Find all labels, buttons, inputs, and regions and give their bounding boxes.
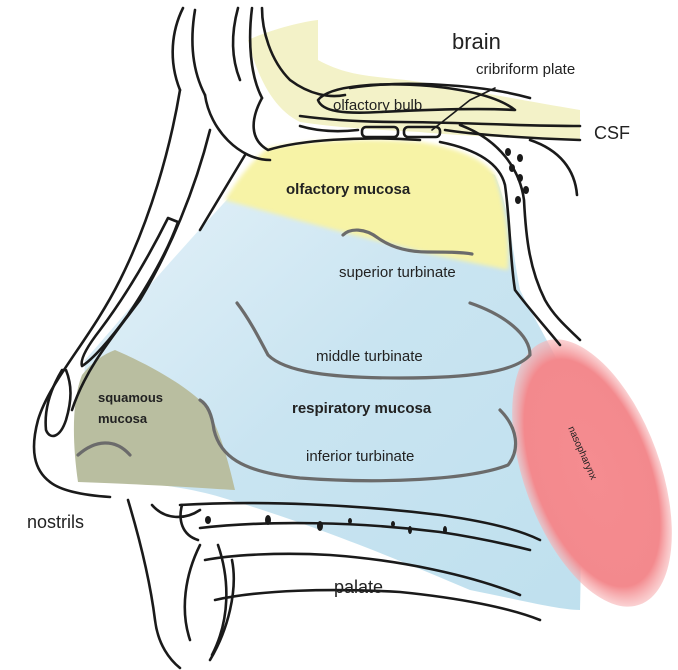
label-squamous-line1: squamous xyxy=(98,390,163,405)
label-nostrils: nostrils xyxy=(27,512,84,532)
label-middle-turbinate: middle turbinate xyxy=(316,348,423,365)
label-inferior-turbinate: inferior turbinate xyxy=(306,448,414,465)
label-olfactory-mucosa: olfactory mucosa xyxy=(286,181,411,198)
label-respiratory-mucosa: respiratory mucosa xyxy=(292,400,432,417)
label-palate: palate xyxy=(334,577,383,597)
label-olfactory-bulb: olfactory bulb xyxy=(333,97,422,114)
label-squamous-line2: mucosa xyxy=(98,411,148,426)
label-brain: brain xyxy=(452,29,501,54)
label-superior-turbinate: superior turbinate xyxy=(339,264,456,281)
label-cribriform-plate: cribriform plate xyxy=(476,61,575,78)
label-csf: CSF xyxy=(594,123,630,143)
